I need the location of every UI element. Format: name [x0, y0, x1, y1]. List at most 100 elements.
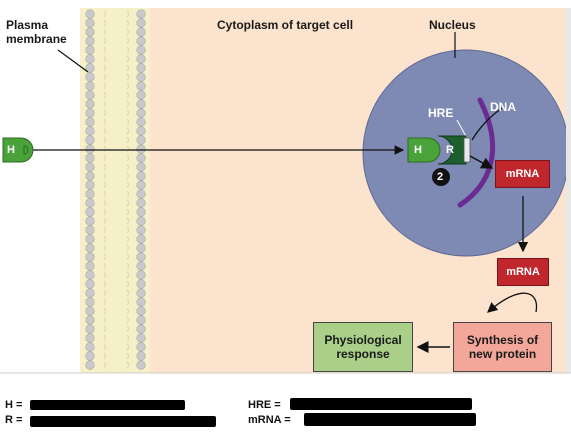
lipid-tail: [103, 235, 106, 243]
lipid-head: [85, 225, 95, 235]
lipid-tail: [126, 163, 129, 171]
lipid-tail: [103, 262, 106, 270]
dna-label: DNA: [490, 100, 516, 114]
lipid-head: [85, 108, 95, 118]
lipid-tail: [126, 181, 129, 189]
step-2-badge: [432, 168, 450, 186]
lipid-tail: [103, 208, 106, 216]
synthesis-line-1: Synthesis of: [466, 333, 539, 347]
plasma-membrane-label: Plasma membrane: [6, 18, 67, 46]
lipid-tail: [126, 172, 129, 180]
nucleus-label: Nucleus: [429, 18, 476, 32]
lipid-tail: [103, 325, 106, 333]
lipid-tail: [126, 19, 129, 27]
lipid-tail: [103, 289, 106, 297]
lipid-tail: [126, 226, 129, 234]
lipid-head: [136, 324, 146, 334]
lipid-head: [136, 261, 146, 271]
lipid-head: [136, 162, 146, 172]
lipid-tail: [103, 280, 106, 288]
lipid-head: [85, 315, 95, 325]
plasma-membrane-line-2: membrane: [6, 32, 67, 46]
lipid-head: [85, 189, 95, 199]
lipid-tail: [103, 136, 106, 144]
lipid-head: [136, 126, 146, 136]
mrna-cytoplasm-box: mRNA: [497, 258, 549, 286]
lipid-head: [85, 333, 95, 343]
lipid-tail: [126, 82, 129, 90]
lipid-tail: [126, 307, 129, 315]
lipid-head: [85, 171, 95, 181]
lipid-tail: [103, 145, 106, 153]
lipid-head: [136, 153, 146, 163]
lipid-head: [136, 144, 146, 154]
lipid-tail: [103, 343, 106, 351]
lipid-head: [85, 252, 95, 262]
lipid-tail: [126, 244, 129, 252]
lipid-head: [136, 360, 146, 370]
lipid-tail: [103, 271, 106, 279]
lipid-tail: [103, 55, 106, 63]
lipid-tail: [126, 109, 129, 117]
lipid-head: [85, 207, 95, 217]
lipid-head: [85, 54, 95, 64]
lipid-tail: [126, 190, 129, 198]
lipid-tail: [103, 226, 106, 234]
lipid-tail: [126, 28, 129, 36]
lipid-head: [136, 36, 146, 46]
physiological-response-box: Physiological response: [313, 322, 413, 372]
lipid-tail: [103, 244, 106, 252]
free-hormone-letter: H: [7, 144, 15, 156]
lipid-head: [85, 288, 95, 298]
lipid-head: [136, 45, 146, 55]
lipid-tail: [103, 154, 106, 162]
lipid-head: [136, 9, 146, 19]
lipid-head: [85, 216, 95, 226]
lipid-head: [136, 207, 146, 217]
lipid-tail: [103, 352, 106, 360]
lipid-tail: [103, 172, 106, 180]
lipid-tail: [126, 253, 129, 261]
lipid-head: [85, 9, 95, 19]
lipid-head: [136, 351, 146, 361]
lipid-head: [85, 342, 95, 352]
lipid-head: [85, 81, 95, 91]
lipid-head: [85, 135, 95, 145]
lipid-tail: [126, 73, 129, 81]
lipid-head: [136, 90, 146, 100]
lipid-tail: [126, 325, 129, 333]
lipid-tail: [126, 10, 129, 18]
hre-marker: [463, 137, 471, 163]
key-r-redaction: [30, 416, 216, 427]
lipid-head: [136, 243, 146, 253]
lipid-head: [136, 198, 146, 208]
lipid-head: [85, 180, 95, 190]
lipid-tail: [126, 352, 129, 360]
step-number: 2: [437, 171, 444, 183]
lipid-head: [136, 18, 146, 28]
lipid-tail: [126, 334, 129, 342]
lipid-tail: [126, 145, 129, 153]
lipid-tail: [126, 55, 129, 63]
mrna-to-synthesis-arrow: [487, 292, 538, 313]
lipid-head: [136, 180, 146, 190]
lipid-head: [85, 360, 95, 370]
lipid-head: [136, 171, 146, 181]
plasma-membrane-line-1: Plasma: [6, 18, 49, 32]
cytoplasm-label: Cytoplasm of target cell: [217, 18, 354, 32]
lipid-tail: [126, 64, 129, 72]
lipid-head: [85, 351, 95, 361]
lipid-tail: [103, 100, 106, 108]
lipid-head: [136, 216, 146, 226]
lipid-head: [136, 306, 146, 316]
lipid-head: [136, 279, 146, 289]
lipid-tail: [126, 118, 129, 126]
lipid-tail: [126, 262, 129, 270]
lipid-tail: [103, 298, 106, 306]
lipid-head: [85, 306, 95, 316]
bound-hormone-letter: H: [414, 144, 422, 156]
synthesis-line-2: new protein: [468, 347, 537, 361]
lipid-head: [85, 117, 95, 127]
lipid-head: [85, 243, 95, 253]
lipid-tail: [126, 235, 129, 243]
